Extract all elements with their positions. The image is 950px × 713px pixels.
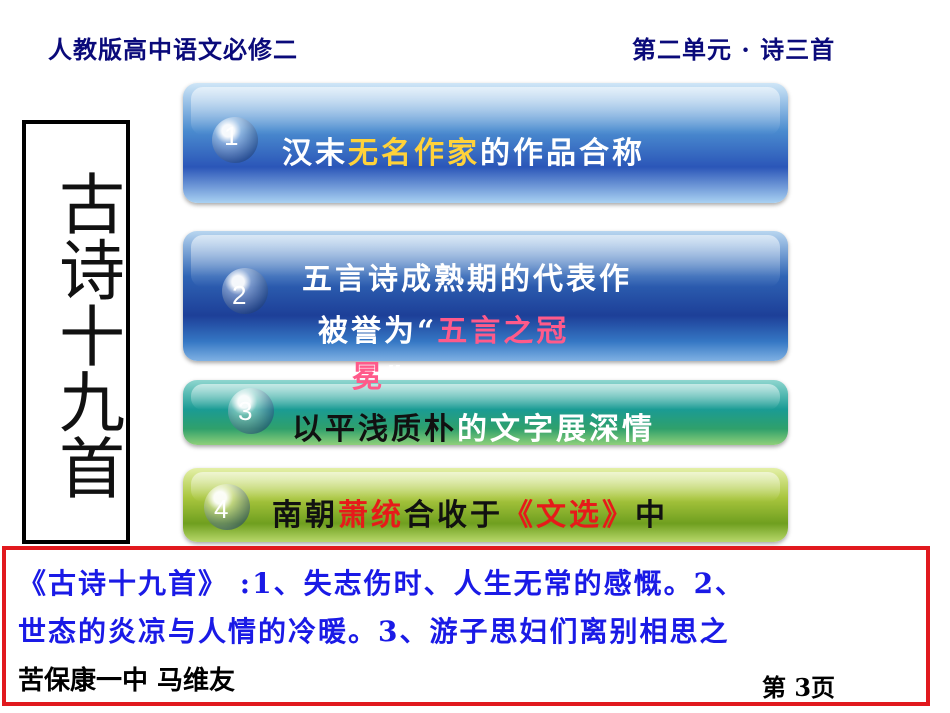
text-highlight: 无名作家 <box>348 136 480 171</box>
summary-line-2: 世态的炎凉与人情的冷暖。3、游子思妇们离别相思之 <box>18 615 730 648</box>
bubble-icon <box>204 484 250 530</box>
point-bar-4 <box>183 468 788 542</box>
point-number-2: 2 <box>232 280 247 310</box>
text-segment: 被誉为“ <box>318 314 438 349</box>
point-text-2-line1: 五言诗成熟期的代表作 <box>302 262 632 297</box>
text-segment: 以平浅质朴 <box>292 412 457 447</box>
point-number-1: 1 <box>224 121 239 151</box>
point-text-3: 以平浅质朴的文字展深情 <box>292 404 655 448</box>
text-segment: ” <box>385 360 406 395</box>
text-segment: 的作品合称 <box>480 136 645 171</box>
point-text-2-line2: 被誉为“五言之冠 <box>318 306 569 350</box>
vertical-title-box: 古诗十九首 <box>22 120 130 544</box>
footer-author: 苦保康一中 马维友 <box>18 666 236 696</box>
text-segment: 汉末 <box>282 136 348 171</box>
text-segment: 的文字展深情 <box>457 412 655 447</box>
summary-line-1: 《古诗十九首》 :1、失志伤时、人生无常的感慨。2、 <box>18 567 746 600</box>
point-bar-2 <box>183 231 788 361</box>
bubble-icon <box>222 268 268 314</box>
text-highlight: 萧统 <box>338 498 404 533</box>
summary-box: 《古诗十九首》 :1、失志伤时、人生无常的感慨。2、 世态的炎凉与人情的冷暖。3… <box>2 546 930 706</box>
bubble-icon <box>228 388 274 434</box>
text-segment: 南朝 <box>272 498 338 533</box>
header-course-title: 人教版高中语文必修二 <box>48 35 298 64</box>
text-segment: 中 <box>635 498 668 533</box>
point-bar-3 <box>183 380 788 445</box>
header-unit-title: 第二单元 · 诗三首 <box>632 35 836 64</box>
text-highlight: 冕 <box>352 360 385 395</box>
point-number-3: 3 <box>238 396 253 426</box>
text-highlight: 《文选》 <box>503 498 635 533</box>
page-number: 第 3页 <box>762 673 836 702</box>
point-bar-1 <box>183 83 788 203</box>
bubble-icon <box>212 117 258 163</box>
point-text-2-line3: 冕” <box>352 352 405 396</box>
point-text-1: 汉末无名作家的作品合称 <box>282 128 645 172</box>
point-text-4: 南朝萧统合收于《文选》中 <box>272 490 668 534</box>
text-highlight: 五言之冠 <box>437 314 570 349</box>
vertical-title: 古诗十九首 <box>48 170 125 500</box>
text-segment: 合收于 <box>404 498 503 533</box>
point-number-4: 4 <box>214 494 229 524</box>
